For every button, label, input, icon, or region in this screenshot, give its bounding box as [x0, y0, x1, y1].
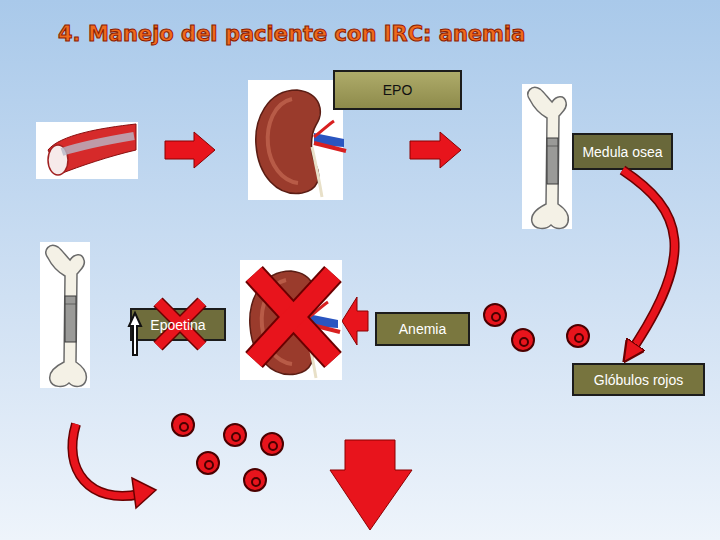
red-cell [244, 469, 266, 491]
kidney-image [248, 80, 346, 200]
box-label: Anemia [399, 321, 446, 337]
box-label: EPO [383, 82, 413, 98]
arrow-head [132, 478, 156, 508]
red-cell [197, 452, 219, 474]
red-cell [512, 329, 534, 351]
hormone-box: EPO [333, 70, 462, 110]
red-cell [224, 424, 246, 446]
cross-mark [254, 274, 333, 360]
image-frame [240, 260, 342, 380]
flow-arrow [410, 132, 461, 168]
decrease-arrow [330, 440, 412, 530]
curved-connector [623, 170, 675, 355]
bone-image [40, 242, 90, 388]
connector-line [623, 170, 675, 355]
connector-outline [623, 170, 675, 355]
image-frame [40, 242, 90, 388]
vessel-plaque [62, 136, 134, 152]
vessel-wall [48, 124, 136, 174]
cross-mark [254, 274, 333, 360]
red-cell [261, 433, 283, 455]
femur [528, 87, 568, 228]
cell-box: Glóbulos rojos [572, 363, 705, 396]
cross-mark [254, 274, 333, 360]
failed-kidney [240, 260, 342, 380]
condition-box: Anemia [375, 312, 470, 346]
flow-arrow [165, 132, 215, 168]
curved-arrow-outline [72, 424, 140, 496]
bone-image [522, 84, 572, 229]
red-cell [567, 325, 589, 347]
kidney [250, 271, 340, 378]
red-cell [484, 304, 506, 326]
cross-mark [254, 274, 333, 360]
organ-box: Medula osea [572, 133, 673, 170]
flow-arrow [342, 297, 368, 345]
slide-title: 4. Manejo del paciente con IRC: anemia [58, 22, 525, 46]
femur [46, 245, 86, 386]
box-label: Glóbulos rojos [594, 372, 684, 388]
image-frame [522, 84, 572, 229]
curved-arrow [72, 424, 156, 508]
blood-vessel [36, 122, 138, 179]
treatment-box: Epoetina [130, 308, 226, 341]
image-frame [36, 122, 138, 179]
red-cell [172, 414, 194, 436]
box-label: Epoetina [150, 317, 205, 333]
curved-arrow-body [72, 424, 140, 496]
box-label: Medula osea [582, 144, 662, 160]
